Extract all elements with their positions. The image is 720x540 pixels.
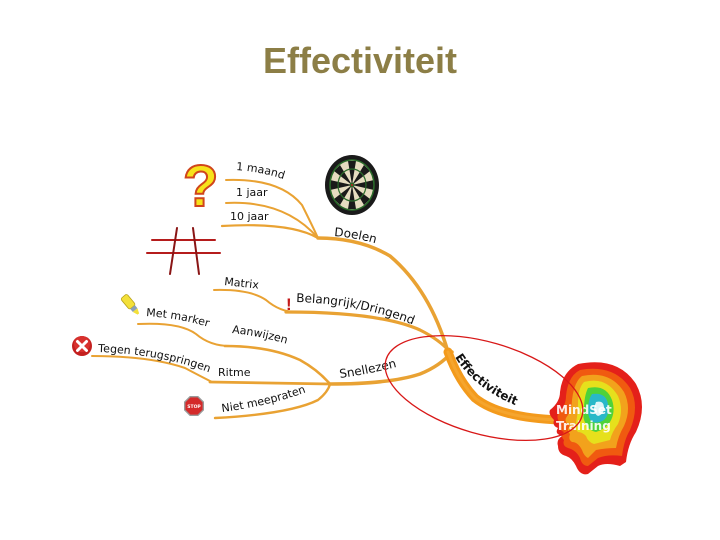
highlighter-icon — [120, 294, 140, 315]
branch-lines — [91, 178, 454, 420]
head-icon: MindSet Training — [549, 362, 642, 475]
node-tegen-terugspringen[interactable]: Tegen terugspringen — [97, 342, 213, 375]
brand-mindset: MindSet — [556, 403, 612, 417]
svg-text:STOP: STOP — [187, 404, 201, 410]
brand-training: Training — [556, 419, 611, 433]
node-ritme[interactable]: Ritme — [218, 366, 251, 379]
question-mark-icon: ? — [182, 153, 219, 220]
highlight-ellipse — [384, 334, 584, 442]
node-snellezen[interactable]: Snellezen — [338, 356, 397, 381]
node-niet-meepraten[interactable]: Niet meepraten — [221, 383, 307, 415]
svg-text:?: ? — [183, 154, 218, 219]
node-10-jaar[interactable]: 10 jaar — [230, 210, 269, 223]
node-1-jaar[interactable]: 1 jaar — [236, 186, 268, 199]
node-aanwijzen[interactable]: Aanwijzen — [232, 323, 290, 347]
exclamation-icon: ! — [286, 295, 292, 314]
node-belangrijk-dringend[interactable]: Belangrijk/Dringend — [296, 291, 417, 327]
node-1-maand[interactable]: 1 maand — [236, 160, 287, 182]
red-x-icon — [72, 336, 92, 356]
grid-hash-icon — [146, 227, 221, 275]
node-matrix[interactable]: Matrix — [224, 275, 260, 292]
page-title: Effectiviteit — [262, 40, 458, 81]
dartboard-icon — [325, 155, 379, 215]
stop-sign-icon: STOP — [184, 396, 204, 416]
svg-text:!: ! — [286, 295, 292, 314]
